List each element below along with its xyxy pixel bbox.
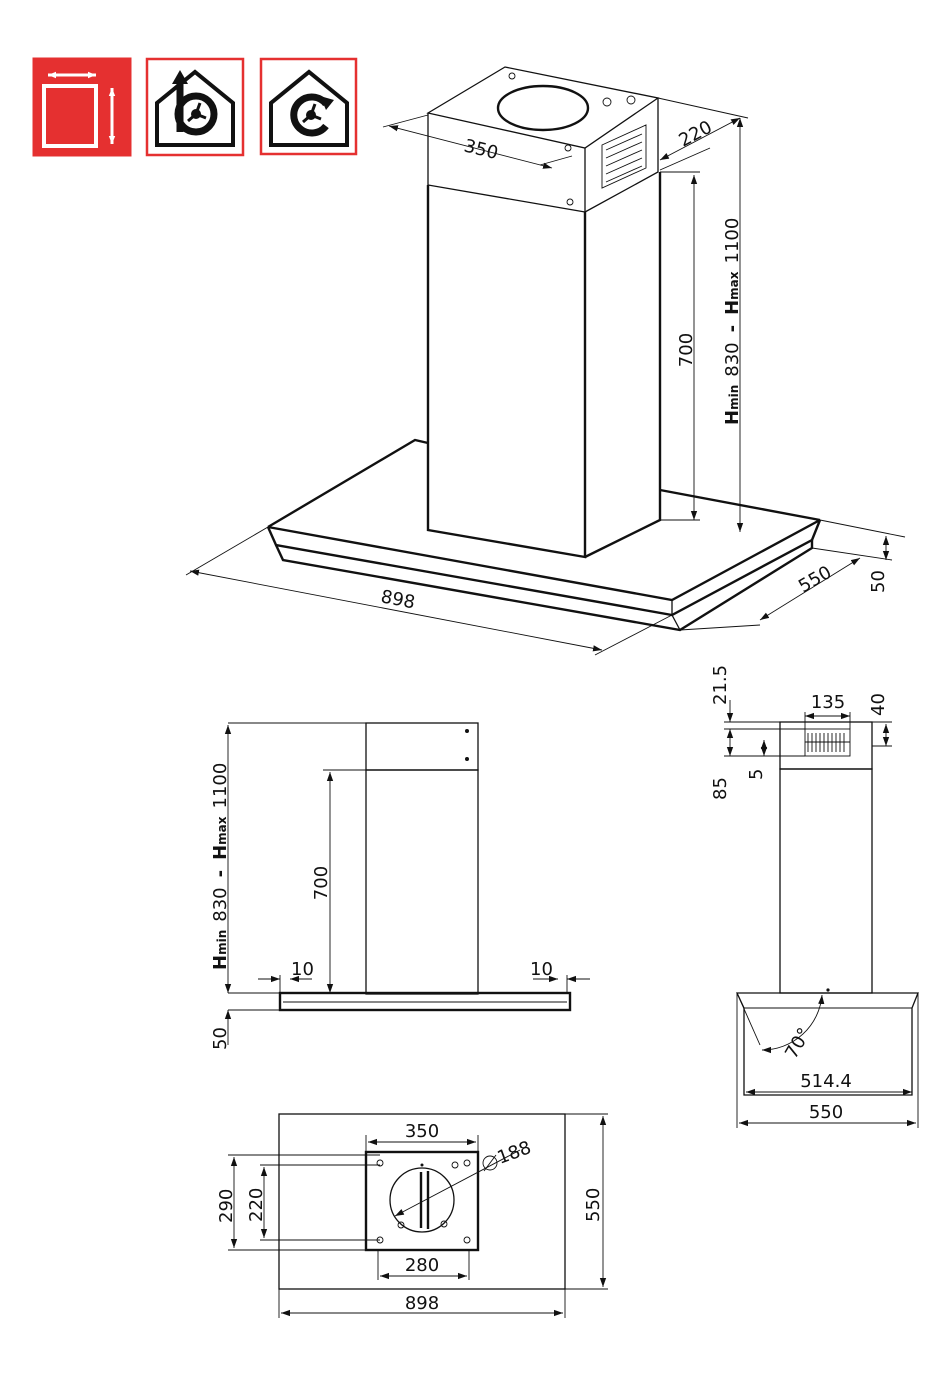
iso-chimney-depth: 220 bbox=[675, 117, 715, 152]
iso-range-sep: - bbox=[722, 325, 743, 332]
duct-opening bbox=[498, 86, 588, 130]
top-188: 188 bbox=[495, 1137, 534, 1168]
top-view: 350 188 290 220 550 280 898 bbox=[216, 1114, 608, 1318]
front-hmin-value: 830 bbox=[210, 887, 231, 921]
side-135: 135 bbox=[811, 692, 845, 713]
side-40: 40 bbox=[868, 693, 889, 716]
iso-hmin-label: H bbox=[722, 410, 743, 425]
iso-hood-width: 898 bbox=[379, 586, 417, 613]
vent-grille bbox=[602, 125, 646, 188]
side-514-4: 514.4 bbox=[800, 1071, 852, 1092]
front-hmax-sub: max bbox=[215, 816, 229, 845]
side-21-5: 21.5 bbox=[710, 665, 731, 705]
side-5: 5 bbox=[746, 769, 767, 780]
front-hmax-value: 1100 bbox=[210, 763, 231, 809]
iso-hood-thickness: 50 bbox=[868, 570, 889, 593]
side-550: 550 bbox=[809, 1102, 843, 1123]
side-vent-grille bbox=[805, 733, 850, 752]
top-550: 550 bbox=[583, 1188, 604, 1222]
top-290: 290 bbox=[216, 1189, 237, 1223]
iso-hmin-value: 830 bbox=[722, 342, 743, 376]
ducted-extraction-icon bbox=[147, 59, 243, 155]
front-hood-thickness: 50 bbox=[210, 1027, 231, 1050]
side-view: 70° 514.4 550 135 40 21.5 85 5 bbox=[710, 665, 918, 1128]
top-280: 280 bbox=[405, 1255, 439, 1276]
front-right-offset: 10 bbox=[530, 959, 553, 980]
front-left-offset: 10 bbox=[291, 959, 314, 980]
top-350: 350 bbox=[405, 1121, 439, 1142]
recirculation-icon bbox=[261, 59, 356, 154]
top-898: 898 bbox=[405, 1293, 439, 1314]
iso-chimney-height: 700 bbox=[676, 333, 697, 367]
iso-hood-depth: 550 bbox=[795, 562, 835, 597]
iso-hmax-value: 1100 bbox=[722, 218, 743, 264]
front-hmin-label: H bbox=[210, 955, 231, 970]
front-range-sep: - bbox=[210, 870, 231, 877]
top-220: 220 bbox=[246, 1188, 267, 1222]
iso-hmin-sub: min bbox=[727, 385, 741, 410]
iso-hmax-sub: max bbox=[727, 271, 741, 300]
front-view: Hmin 830 - Hmax 1100 700 10 10 50 bbox=[210, 723, 590, 1050]
side-85: 85 bbox=[710, 777, 731, 800]
front-chimney-height: 700 bbox=[311, 866, 332, 900]
dimensions-icon bbox=[33, 58, 131, 156]
front-hmin-sub: min bbox=[215, 930, 229, 955]
side-angle: 70° bbox=[781, 1024, 815, 1062]
iso-hmax-label: H bbox=[722, 300, 743, 315]
front-hmax-label: H bbox=[210, 845, 231, 860]
iso-chimney-width: 350 bbox=[462, 135, 500, 164]
